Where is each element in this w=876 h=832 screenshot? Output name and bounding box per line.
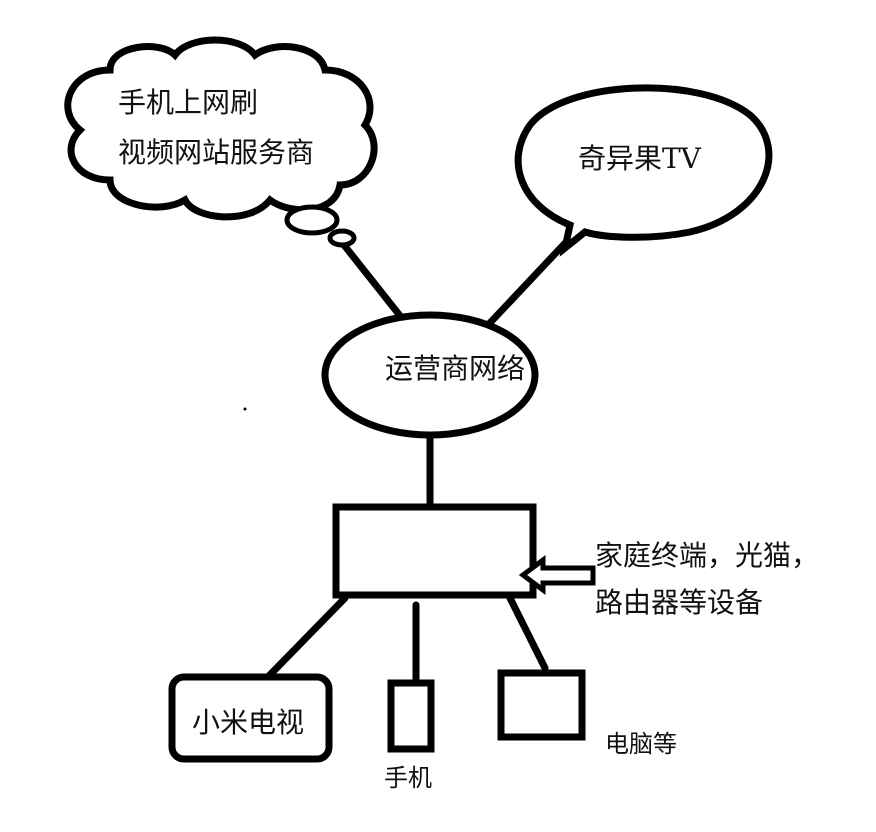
phone-node (387, 679, 435, 753)
cloud-label-line2: 视频网站服务商 (118, 136, 314, 169)
edge-cloud-isp (336, 236, 409, 326)
pc-node (497, 669, 586, 741)
isp-label: 运营商网络 (385, 352, 525, 385)
cloud-node: 手机上网刷 视频网站服务商 (64, 36, 378, 248)
home-device-label-line1: 家庭终端，光猫， (595, 539, 819, 572)
tv-label: 小米电视 (192, 706, 304, 739)
home-device-box (332, 503, 537, 599)
cloud-bubble-small (327, 228, 357, 248)
phone-label: 手机 (384, 764, 432, 792)
cloud-label-line1: 手机上网刷 (118, 86, 258, 119)
edge-home-pc (506, 594, 549, 672)
isp-node: 运营商网络 (321, 311, 539, 439)
pc-label: 电脑等 (605, 730, 677, 758)
iqiyi-node: 奇异果TV (514, 84, 773, 257)
edge-iqiyi-isp (484, 236, 572, 329)
stray-dot (243, 407, 247, 411)
cloud-bubble-large (284, 204, 340, 236)
edge-home-tv (258, 594, 349, 687)
home-device-label-line2: 路由器等设备 (595, 586, 763, 619)
iqiyi-label: 奇异果TV (578, 142, 702, 175)
arrow-left-icon (518, 555, 596, 595)
tv-node (168, 673, 333, 763)
